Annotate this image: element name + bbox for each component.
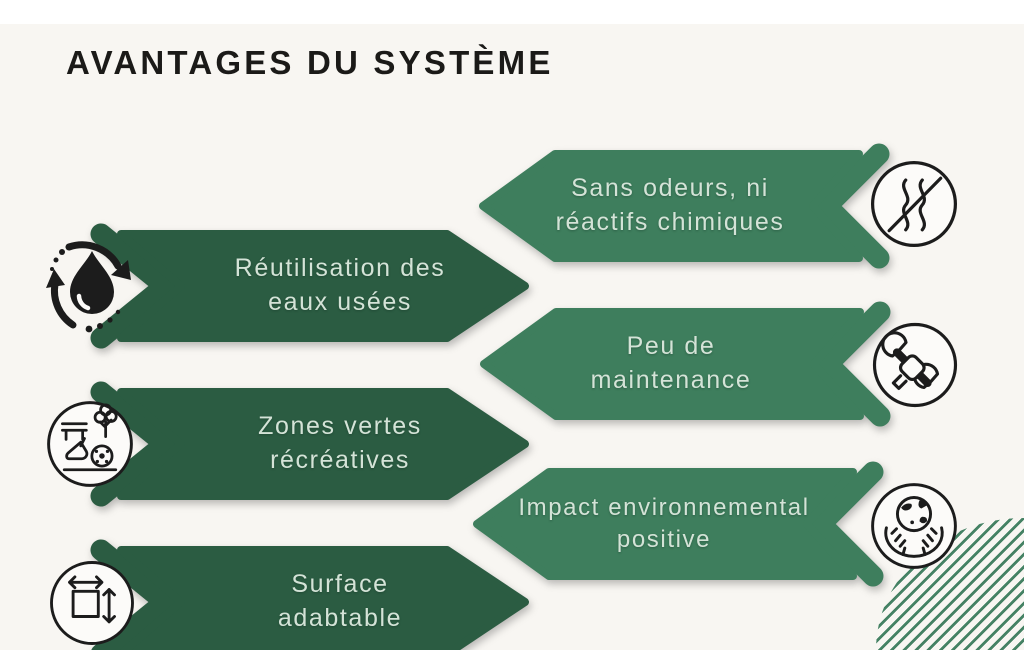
banner-reutilisation: Réutilisation des eaux usées: [46, 220, 535, 352]
banner-label-line2: récréatives: [270, 446, 410, 474]
banner-label: Réutilisation des eaux usées: [175, 236, 505, 336]
banner-impact-environnemental: Impact environnemental positive: [473, 458, 957, 590]
water-reuse-icon: [42, 236, 142, 336]
chevron-band: [816, 143, 890, 269]
chevron-band: [90, 381, 176, 507]
chevron-band: [817, 301, 891, 427]
right-arrow-shape: [90, 223, 529, 349]
banner-label-line1: Sans odeurs, ni: [571, 174, 769, 203]
banner-label-line2: réactifs chimiques: [555, 208, 785, 236]
banner-label: Impact environnemental positive: [483, 474, 845, 574]
right-arrow-shape: [90, 381, 529, 507]
banner-label-line1: Peu de: [626, 332, 716, 361]
banner-label-line1: Surface: [291, 570, 389, 599]
left-arrow-shape: [480, 301, 891, 427]
banner-label-line2: eaux usées: [268, 288, 412, 316]
banner-label-line2: adabtable: [277, 604, 403, 632]
resize-area-icon: [47, 558, 137, 648]
wrench-hand-icon: [870, 320, 960, 410]
banner-zones-vertes: Zones vertes récréatives: [47, 378, 535, 510]
left-arrow-shape: [479, 143, 890, 269]
earth-hands-icon: [868, 480, 960, 572]
chevron-band: [90, 223, 176, 349]
banner-label: Zones vertes récréatives: [175, 394, 505, 494]
slide-background: AVANTAGES DU SYSTÈME Sans odeurs, ni réa…: [0, 24, 1024, 650]
banner-label-line2: positive: [616, 526, 712, 553]
arrow-body: [480, 308, 864, 420]
banner-sans-odeurs: Sans odeurs, ni réactifs chimiques: [479, 140, 958, 272]
banner-label-line2: maintenance: [590, 366, 752, 394]
no-odor-icon: [868, 158, 960, 250]
arrow-body: [117, 230, 529, 342]
right-arrow-shape: [90, 539, 529, 650]
banner-label: Peu de maintenance: [494, 314, 848, 414]
banner-surface: Surface adabtable: [50, 536, 535, 650]
chevron-band: [90, 539, 176, 650]
banner-label-line1: Zones vertes: [258, 412, 422, 441]
banner-maintenance: Peu de maintenance: [480, 298, 958, 430]
page-title: AVANTAGES DU SYSTÈME: [66, 44, 554, 81]
arrow-body: [479, 150, 863, 262]
arrow-body: [117, 546, 529, 650]
banner-label: Surface adabtable: [175, 552, 505, 650]
banner-label-line1: Impact environnemental: [518, 493, 810, 521]
park-leisure-icon: [44, 398, 136, 490]
arrow-body: [473, 468, 857, 580]
banner-label: Sans odeurs, ni réactifs chimiques: [493, 156, 847, 256]
chevron-band: [810, 461, 884, 587]
banner-label-line1: Réutilisation des: [234, 254, 446, 283]
arrow-body: [117, 388, 529, 500]
left-arrow-shape: [473, 461, 884, 587]
